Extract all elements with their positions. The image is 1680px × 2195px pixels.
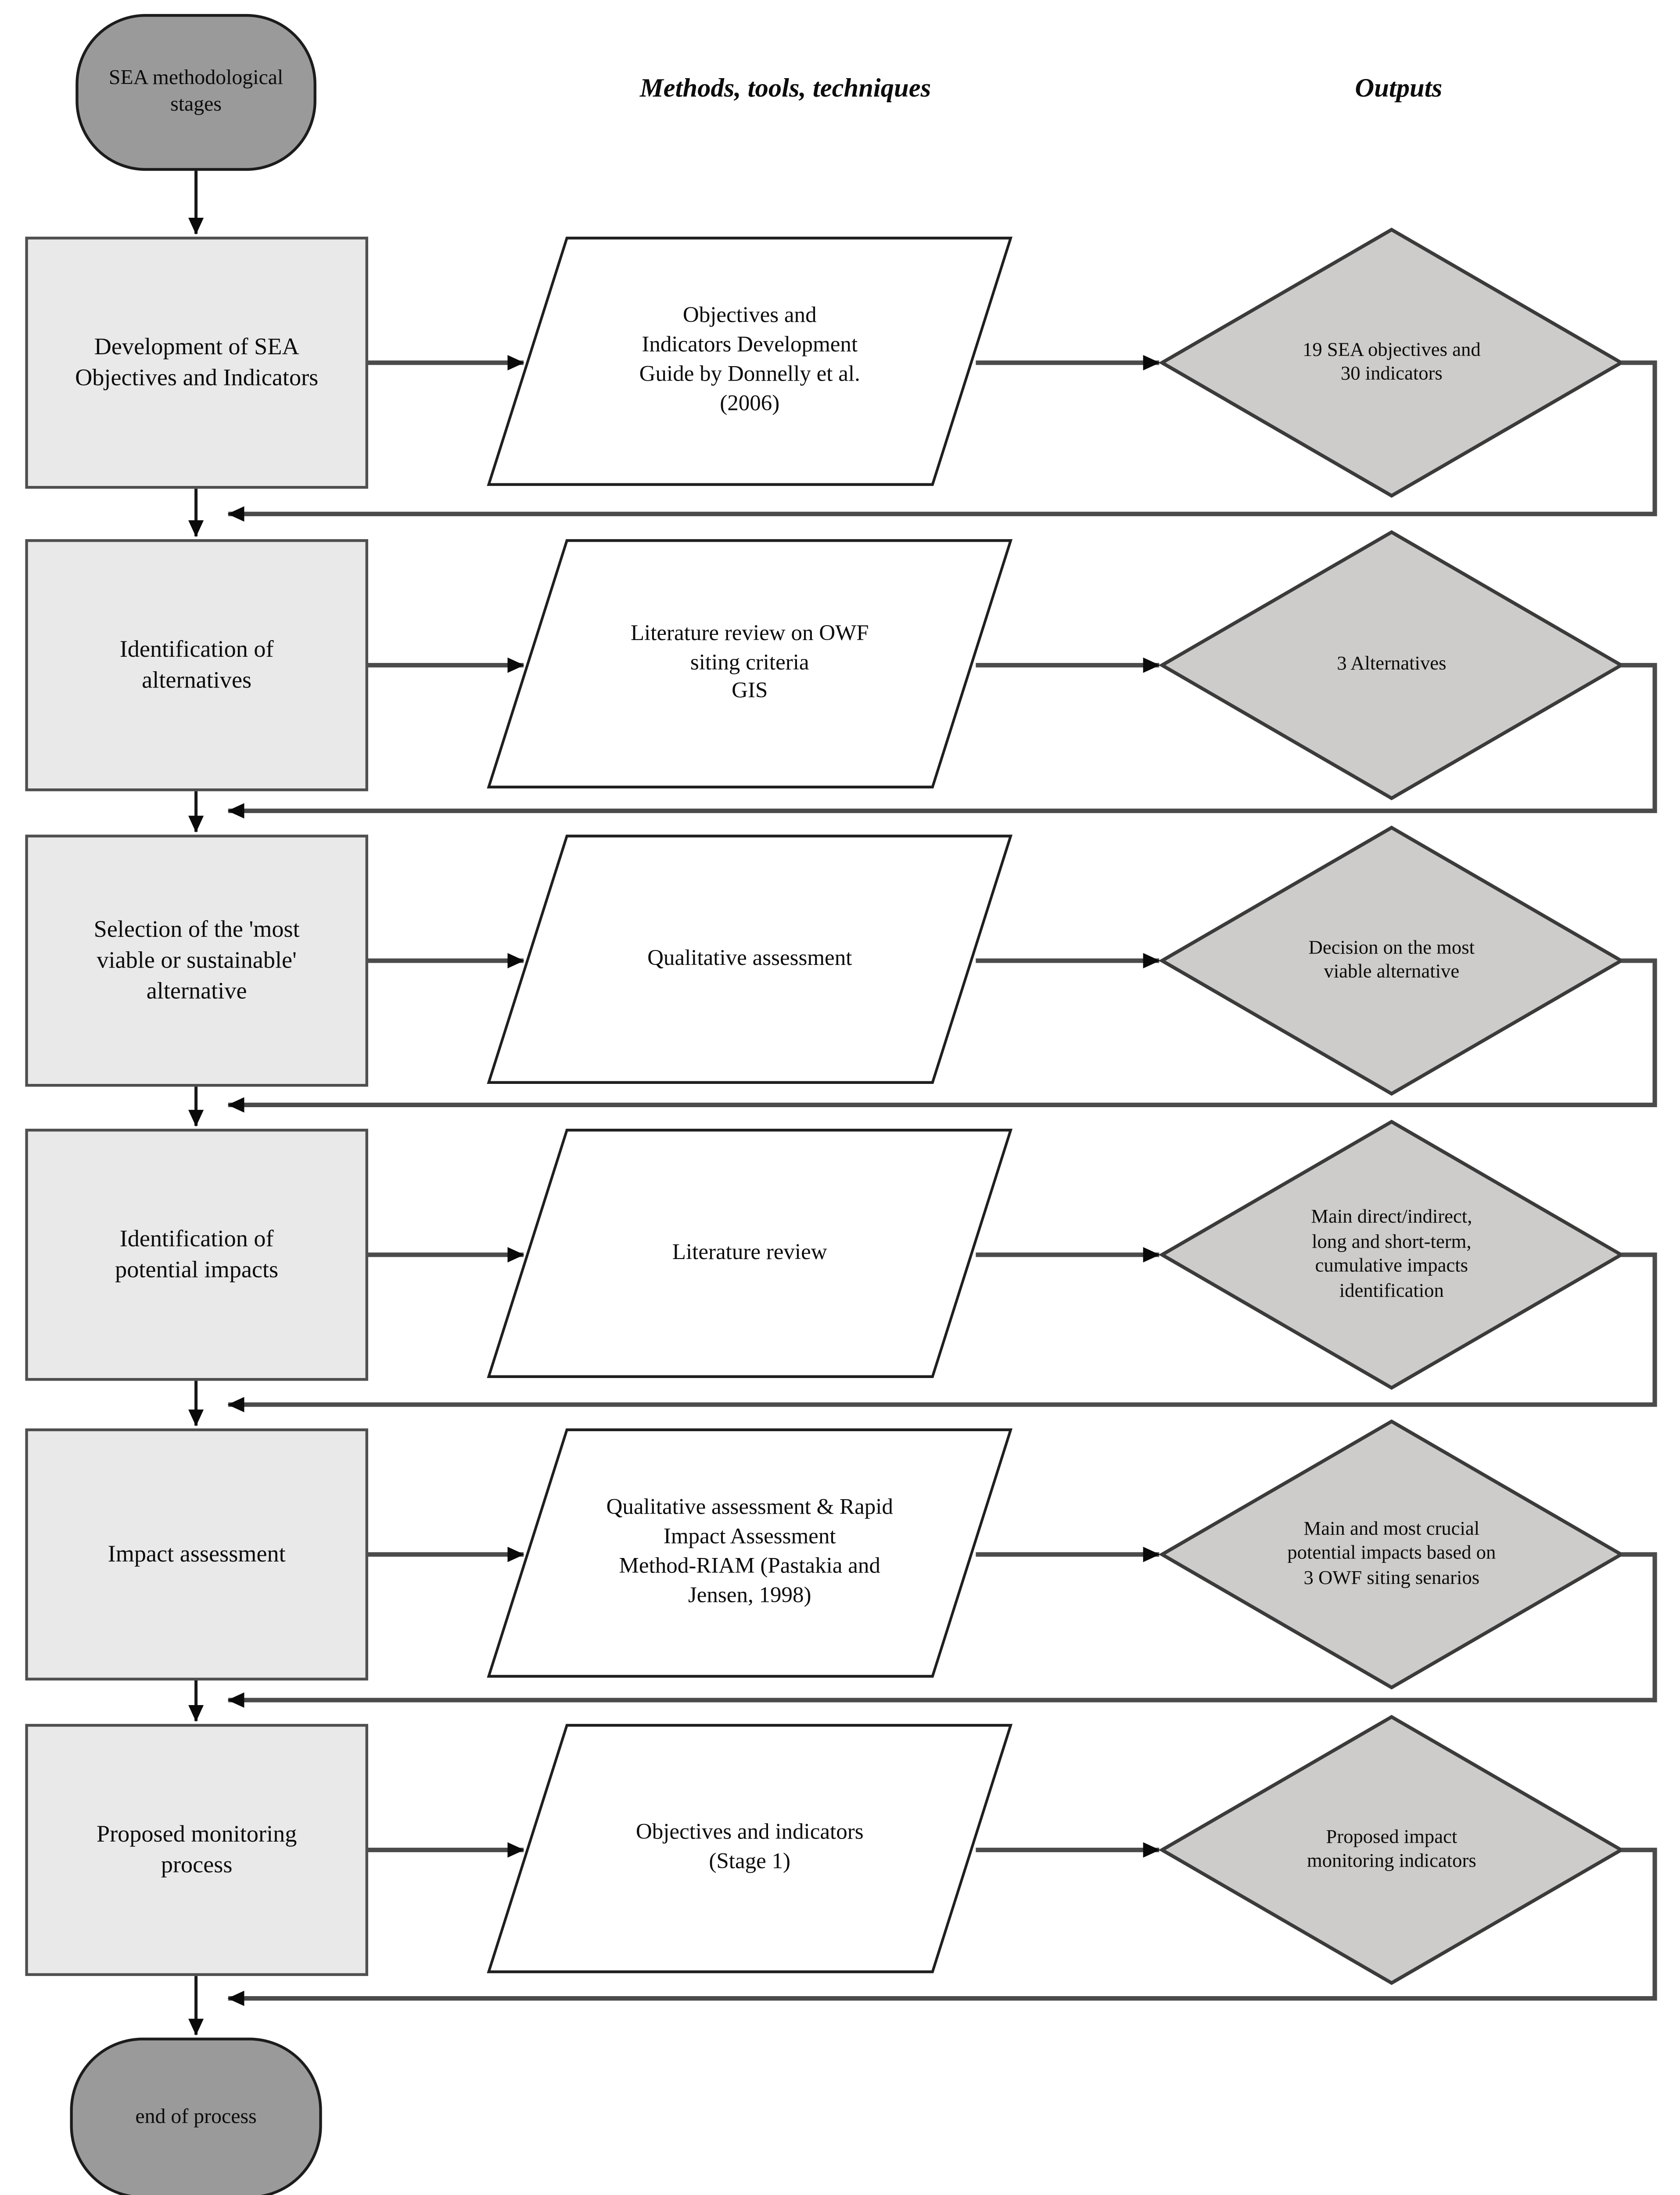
stage-label-3: Selection of the 'most viable or sustain… <box>93 915 300 1004</box>
stage-label-6: Proposed monitoring process <box>96 1820 297 1878</box>
method-label-4: Literature review <box>672 1240 827 1264</box>
stage-label-1: Development of SEA Objectives and Indica… <box>75 333 319 391</box>
stage-box-6 <box>25 1724 368 1976</box>
stages-terminator: SEA methodological stages <box>75 14 316 171</box>
output-label-6: Proposed impact monitoring indicators <box>1307 1827 1476 1873</box>
output-label-5: Main and most crucial potential impacts … <box>1287 1519 1496 1589</box>
feedback-output5-to-flow <box>227 1552 1657 1708</box>
feedback-output6-to-flow <box>227 1847 1657 2006</box>
feedback-output2-to-flow <box>227 663 1657 819</box>
method-label-1: Objectives and Indicators Development Gu… <box>639 304 860 416</box>
column-header-outputs: Outputs <box>1355 74 1443 104</box>
stage-label-5: Impact assessment <box>108 1540 286 1567</box>
output-label-4: Main direct/indirect, long and short-ter… <box>1311 1207 1472 1302</box>
output-label-1: 19 SEA objectives and 30 indicators <box>1303 339 1481 385</box>
stage-label-4: Identification of potential impacts <box>115 1225 279 1283</box>
feedback-output3-to-flow <box>227 958 1657 1113</box>
stage-box-5 <box>25 1428 368 1680</box>
end-terminator: end of process <box>70 2037 322 2195</box>
method-label-2: Literature review on OWF siting criteria… <box>630 621 869 704</box>
output-label-3: Decision on the most viable alternative <box>1308 937 1475 983</box>
output-label-2: 3 Alternatives <box>1337 654 1447 676</box>
method-label-3: Qualitative assessment <box>647 946 852 970</box>
stage-box-3 <box>25 835 368 1087</box>
stage-box-2 <box>25 539 368 792</box>
column-header-methods: Methods, tools, techniques <box>639 74 931 104</box>
feedback-output4-to-flow <box>227 1252 1657 1413</box>
method-label-6: Objectives and indicators (Stage 1) <box>635 1821 864 1874</box>
stage-label-2: Identification of alternatives <box>119 635 274 694</box>
feedback-output1-to-flow <box>227 360 1657 522</box>
stage-box-4 <box>25 1129 368 1381</box>
stage-box-1 <box>25 237 368 489</box>
method-label-5: Qualitative assessment & Rapid Impact As… <box>606 1496 893 1608</box>
